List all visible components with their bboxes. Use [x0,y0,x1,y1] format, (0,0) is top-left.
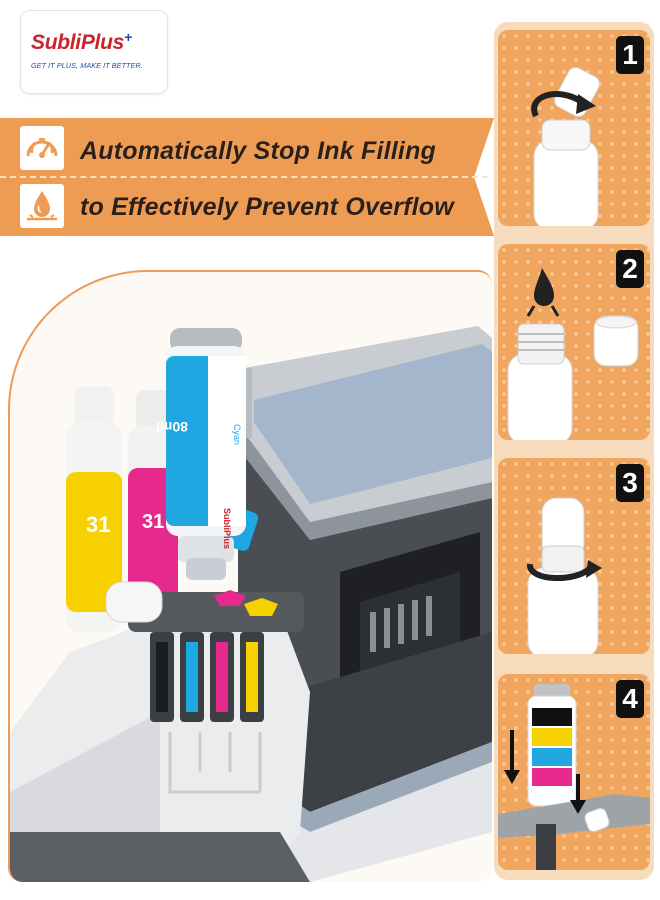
banner-divider [0,176,488,178]
brand-plus-mark: + [123,29,132,45]
brand-name: SubliPlus [31,31,124,54]
brand-tagline: GET IT PLUS, MAKE IT BETTER. [31,61,143,70]
yellow-ink-bottle: 31 [66,386,122,632]
svg-text:31: 31 [142,511,164,533]
step-4-number: 4 [616,680,644,718]
svg-text:31: 31 [86,512,110,537]
ink-drop-icon [26,191,58,221]
magenta-ink-bottle: 31 [128,390,178,632]
product-image-frame: 31 31 [8,270,492,882]
step-3-panel: 3 [498,458,650,654]
bottle-number: 31 [166,456,204,494]
brand-logo: SubliPlus+ [31,29,132,55]
step-1-number: 1 [616,36,644,74]
step-1-illustration [531,66,601,226]
feature-icon-box-1 [20,126,64,170]
step-1-panel: 1 [498,30,650,226]
step-2-number: 2 [616,250,644,288]
step-3-number: 3 [616,464,644,502]
bottle-brand: SubliPlus [222,508,232,549]
feature-text-auto-stop: Automatically Stop Ink Filling [80,137,437,165]
feature-icon-box-2 [20,184,64,228]
gauge-icon [26,138,58,158]
brand-logo-card: SubliPlus+ GET IT PLUS, MAKE IT BETTER. [20,10,168,94]
step-4-illustration [498,684,650,870]
cyan-ink-bottle: 31 80ml Cyan SubliPlus [156,328,246,580]
step-2-panel: 2 [498,244,650,440]
step-4-panel: 4 [498,674,650,870]
step-3-illustration [527,497,602,654]
feature-text-prevent-overflow: to Effectively Prevent Overflow [80,193,454,221]
bottle-volume: 80ml [156,419,188,435]
bottle-color-name: Cyan [232,424,242,445]
printer-illustration: 31 31 [10,326,492,882]
step-2-illustration [507,268,639,440]
